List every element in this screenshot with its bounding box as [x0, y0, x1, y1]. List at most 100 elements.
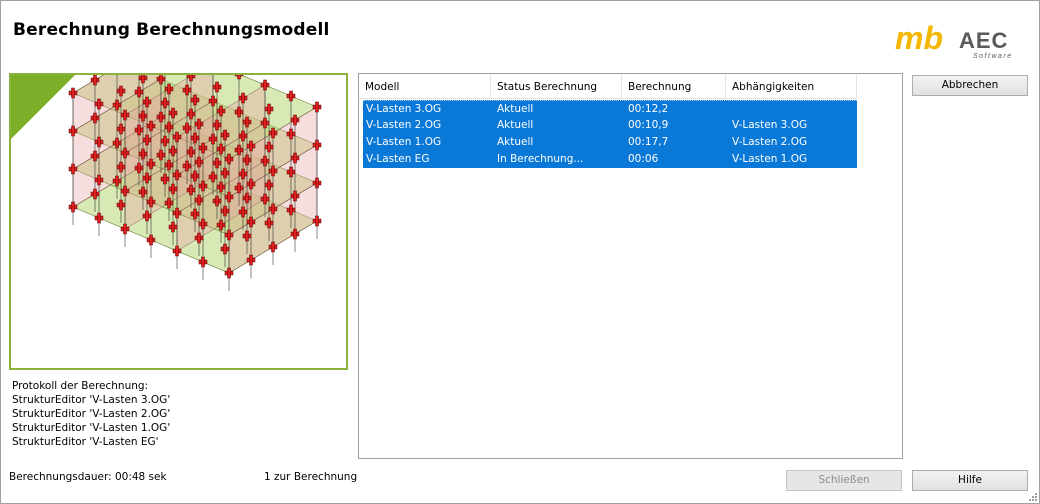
- help-button[interactable]: Hilfe: [912, 470, 1028, 491]
- support-node: [271, 165, 275, 177]
- cell-berechnung: 00:06: [628, 153, 659, 165]
- support-node: [241, 206, 245, 218]
- cell-berechnung: 00:17,7: [628, 136, 669, 148]
- support-node: [263, 79, 267, 91]
- support-node: [219, 219, 223, 231]
- support-node: [163, 135, 167, 147]
- support-node: [185, 84, 189, 96]
- support-node: [137, 124, 141, 136]
- logo-aec: AEC: [959, 28, 1008, 53]
- support-node: [145, 134, 149, 146]
- support-node: [163, 173, 167, 185]
- support-node: [189, 108, 193, 120]
- cell-berechnung: 00:10,9: [628, 119, 669, 131]
- close-button[interactable]: Schließen: [786, 470, 902, 491]
- support-node: [215, 81, 219, 93]
- column-header-berechnung[interactable]: Berechnung: [622, 74, 726, 99]
- support-node: [271, 127, 275, 139]
- support-node: [175, 207, 179, 219]
- calculation-protocol: Protokoll der Berechnung: StrukturEditor…: [12, 379, 170, 449]
- support-node: [115, 99, 119, 111]
- support-node: [227, 267, 231, 279]
- support-node: [193, 94, 197, 106]
- support-node: [237, 75, 241, 80]
- support-node: [315, 139, 319, 151]
- support-node: [163, 97, 167, 109]
- model-preview: [9, 73, 348, 370]
- support-node: [71, 125, 75, 137]
- column-header-abhaengigkeiten[interactable]: Abhängigkeiten: [726, 74, 857, 99]
- support-node: [71, 201, 75, 213]
- table-row[interactable]: V-Lasten 1.OG Aktuell 00:17,7 V-Lasten 2…: [363, 134, 857, 151]
- support-node: [193, 208, 197, 220]
- protocol-line: StrukturEditor 'V-Lasten 1.OG': [12, 422, 171, 434]
- support-node: [115, 175, 119, 187]
- cell-modell: V-Lasten 3.OG: [366, 103, 442, 115]
- support-node: [263, 193, 267, 205]
- support-node: [315, 215, 319, 227]
- support-node: [171, 107, 175, 119]
- cell-abhaengigkeiten: V-Lasten 2.OG: [732, 136, 808, 148]
- support-node: [241, 168, 245, 180]
- support-node: [137, 86, 141, 98]
- resize-grip-icon[interactable]: [1028, 492, 1038, 502]
- support-node: [215, 195, 219, 207]
- table-row[interactable]: V-Lasten EG In Berechnung... 00:06 V-Las…: [363, 151, 857, 168]
- support-node: [245, 192, 249, 204]
- mbaec-logo: mb AEC Software: [895, 22, 1011, 60]
- support-node: [219, 105, 223, 117]
- building-model-3d: [11, 75, 322, 291]
- support-node: [289, 128, 293, 140]
- support-node: [167, 159, 171, 171]
- support-node: [215, 157, 219, 169]
- support-node: [197, 232, 201, 244]
- table-row[interactable]: V-Lasten 3.OG Aktuell 00:12,2: [363, 100, 857, 117]
- table-row[interactable]: V-Lasten 2.OG Aktuell 00:10,9 V-Lasten 3…: [363, 117, 857, 134]
- support-node: [245, 230, 249, 242]
- table-header: Modell Status Berechnung Berechnung Abhä…: [359, 74, 857, 99]
- support-node: [197, 156, 201, 168]
- support-node: [97, 174, 101, 186]
- support-node: [171, 183, 175, 195]
- support-node: [175, 169, 179, 181]
- support-node: [289, 166, 293, 178]
- support-node: [267, 179, 271, 191]
- support-node: [145, 172, 149, 184]
- support-node: [123, 185, 127, 197]
- support-node: [289, 204, 293, 216]
- support-node: [97, 212, 101, 224]
- support-node: [149, 196, 153, 208]
- support-node: [237, 182, 241, 194]
- support-node: [211, 171, 215, 183]
- support-node: [237, 106, 241, 118]
- cell-abhaengigkeiten: V-Lasten 3.OG: [732, 119, 808, 131]
- support-node: [167, 197, 171, 209]
- column-header-modell[interactable]: Modell: [359, 74, 491, 99]
- cell-modell: V-Lasten 2.OG: [366, 119, 442, 131]
- support-node: [119, 161, 123, 173]
- support-node: [267, 217, 271, 229]
- support-node: [185, 122, 189, 134]
- support-node: [227, 229, 231, 241]
- support-node: [293, 190, 297, 202]
- cancel-button[interactable]: Abbrechen: [912, 75, 1028, 96]
- support-node: [145, 96, 149, 108]
- support-node: [227, 153, 231, 165]
- support-node: [159, 75, 163, 85]
- support-node: [249, 216, 253, 228]
- support-node: [289, 90, 293, 102]
- support-node: [267, 141, 271, 153]
- protocol-line: StrukturEditor 'V-Lasten 3.OG': [12, 394, 171, 406]
- protocol-line: StrukturEditor 'V-Lasten 2.OG': [12, 408, 171, 420]
- support-node: [145, 210, 149, 222]
- support-node: [223, 167, 227, 179]
- support-node: [119, 85, 123, 97]
- support-node: [167, 83, 171, 95]
- logo-mb: mb: [895, 22, 943, 56]
- column-header-status[interactable]: Status Berechnung: [491, 74, 622, 99]
- support-node: [123, 109, 127, 121]
- support-node: [215, 119, 219, 131]
- support-node: [241, 130, 245, 142]
- support-node: [171, 145, 175, 157]
- model-table[interactable]: Modell Status Berechnung Berechnung Abhä…: [358, 73, 903, 459]
